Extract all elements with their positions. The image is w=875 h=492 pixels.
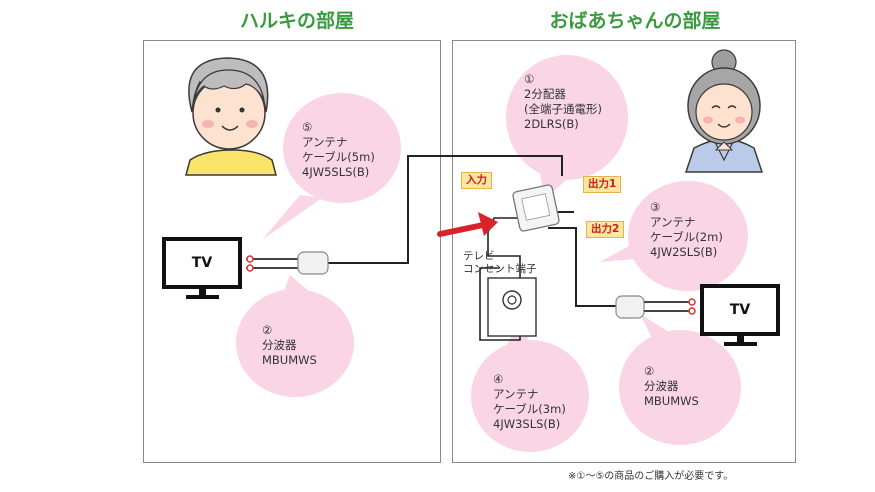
bubble-cable-5m bbox=[283, 93, 401, 203]
grandma-character-icon bbox=[684, 49, 764, 173]
bubble-text-splitter-left: ② 分波器 MBUMWS bbox=[262, 323, 317, 367]
output1-tag: 出力1 bbox=[583, 176, 622, 193]
input-tag: 入力 bbox=[461, 172, 492, 189]
tv-outlet-label: テレビ コンセント端子 bbox=[463, 250, 537, 275]
tv-outlet-device bbox=[487, 277, 537, 337]
tv-left-base bbox=[186, 295, 219, 299]
footnote: ※①〜⑤の商品のご購入が必要です。 bbox=[568, 471, 734, 482]
red-arrow-icon bbox=[437, 212, 498, 237]
bubble-text-splitter-right: ② 分波器 MBUMWS bbox=[644, 364, 699, 408]
bubble-cable-3m bbox=[471, 340, 589, 452]
bubble-text-cable-5m: ⑤ アンテナ ケーブル(5m) 4JW5SLS(B) bbox=[302, 120, 375, 179]
output2-tag: 出力2 bbox=[586, 221, 625, 238]
tv-right: TV bbox=[700, 284, 780, 336]
bubble-tail-cable-5m bbox=[262, 195, 322, 240]
cable-2m-line bbox=[548, 227, 618, 307]
bubble-tail-splitter-right bbox=[640, 314, 672, 338]
bubble-tail-cable-2m bbox=[600, 240, 648, 262]
bubble-text-cable-2m: ③ アンテナ ケーブル(2m) 4JW2SLS(B) bbox=[650, 200, 723, 259]
tv-left: TV bbox=[162, 237, 242, 289]
room-title-grandma: おばあちゃんの部屋 bbox=[549, 10, 721, 32]
splitter-left-device bbox=[246, 251, 329, 275]
bubble-splitter-left bbox=[236, 289, 354, 397]
bubble-text-cable-3m: ④ アンテナ ケーブル(3m) 4JW3SLS(B) bbox=[493, 372, 566, 431]
bubble-tail-splitter-left bbox=[282, 275, 310, 296]
bubble-splitter-right bbox=[619, 330, 741, 445]
divider-device bbox=[512, 184, 560, 232]
cable-5m-line bbox=[328, 155, 563, 264]
room-title-haruki: ハルキの部屋 bbox=[239, 10, 354, 32]
bubble-divider bbox=[506, 55, 628, 180]
splitter-right-device bbox=[615, 295, 696, 319]
tv-right-stand bbox=[737, 336, 744, 342]
tv-left-stand bbox=[199, 289, 206, 295]
bubble-text-divider: ① 2分配器 (全端子通電形) 2DLRS(B) bbox=[524, 72, 602, 131]
bubble-cable-2m bbox=[628, 181, 748, 291]
haruki-character-icon bbox=[185, 57, 277, 176]
tv-right-base bbox=[724, 342, 757, 346]
